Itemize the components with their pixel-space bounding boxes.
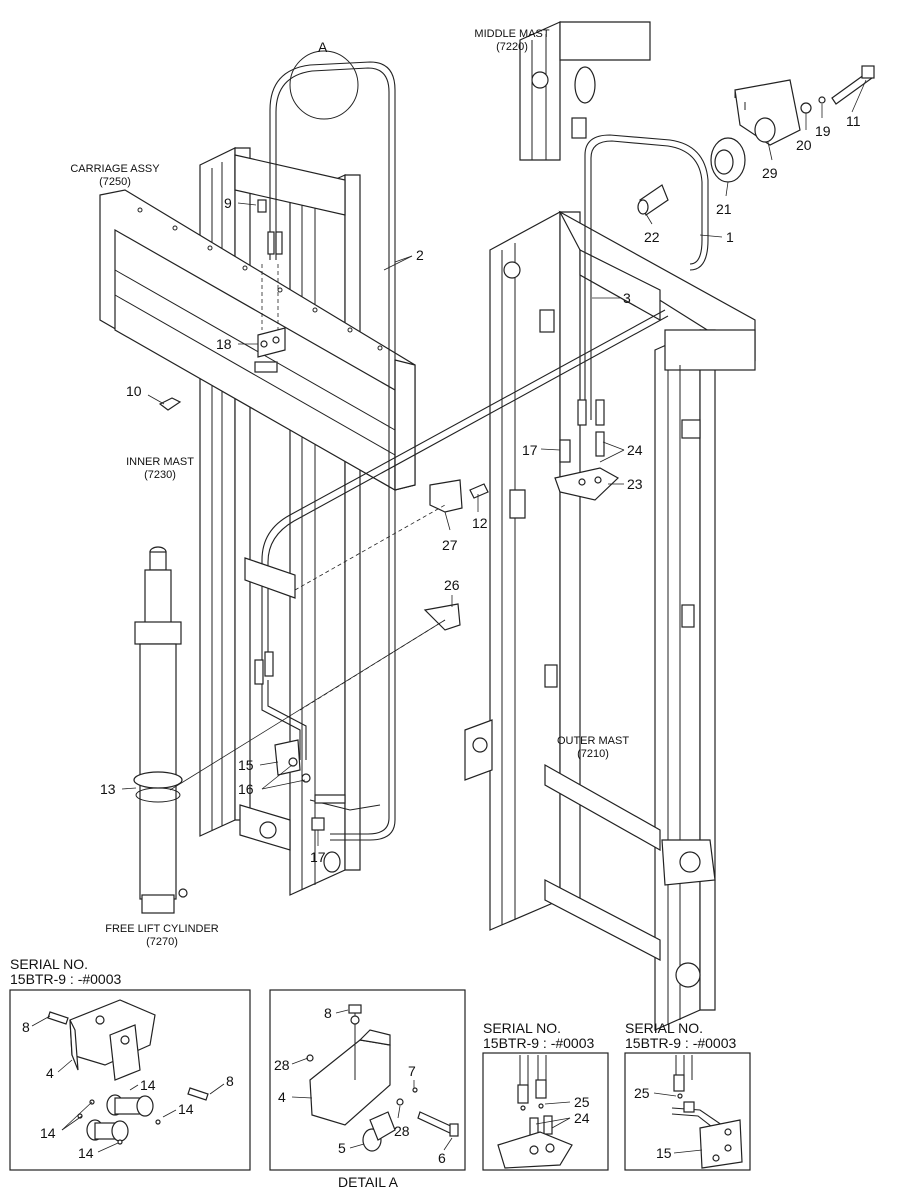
inset-3-drawing <box>497 1055 573 1169</box>
serial-note-1-line2: 15BTR-9 : -#0003 <box>10 971 121 987</box>
callout-22: 22 <box>644 229 660 245</box>
inset-box-2 <box>269 989 466 1171</box>
clamp-leader <box>169 619 446 791</box>
callout-17-upper: 17 <box>522 442 538 458</box>
carriage-assy-label: CARRIAGE ASSY <box>70 163 160 175</box>
free-lift-cylinder-code: (7270) <box>146 936 178 948</box>
inset1-callout-14c: 14 <box>40 1125 56 1141</box>
middle-mast-code: (7220) <box>496 41 528 53</box>
inset3-callout-24: 24 <box>574 1110 590 1126</box>
carriage-assy-code: (7250) <box>99 176 131 188</box>
inset2-callout-28a: 28 <box>274 1057 290 1073</box>
inset-1-callouts: 8 4 8 14 14 14 14 <box>22 1015 234 1161</box>
detail-a-label: A <box>318 39 328 55</box>
hose-loop-1 <box>584 134 709 420</box>
inset1-callout-14d: 14 <box>78 1145 94 1161</box>
inset2-callout-4: 4 <box>278 1089 286 1105</box>
middle-mast-label: MIDDLE MAST <box>474 28 549 40</box>
callout-17-lower: 17 <box>310 849 326 865</box>
inset1-callout-14b: 14 <box>178 1101 194 1117</box>
callout-21: 21 <box>716 201 732 217</box>
callout-13: 13 <box>100 781 116 797</box>
callout-24: 24 <box>627 442 643 458</box>
inset1-callout-4: 4 <box>46 1065 54 1081</box>
callout-10: 10 <box>126 383 142 399</box>
outer-mast-code: (7210) <box>577 748 609 760</box>
callout-15: 15 <box>238 757 254 773</box>
callout-19: 19 <box>815 123 831 139</box>
inset2-callout-8: 8 <box>324 1005 332 1021</box>
serial-note-4-line1: SERIAL NO. <box>625 1020 703 1036</box>
callout-29: 29 <box>762 165 778 181</box>
inset1-callout-8b: 8 <box>226 1073 234 1089</box>
free-lift-cylinder <box>133 546 188 914</box>
outer-mast <box>464 210 756 1031</box>
inset-box-1 <box>9 989 251 1171</box>
inset4-callout-15: 15 <box>656 1145 672 1161</box>
inset3-callout-25: 25 <box>574 1094 590 1110</box>
sheave-assembly <box>637 65 875 216</box>
inner-mast-label: INNER MAST <box>126 456 194 468</box>
inset-box-4 <box>624 1052 751 1171</box>
callout-23: 23 <box>627 476 643 492</box>
callout-9: 9 <box>224 195 232 211</box>
callout-26: 26 <box>444 577 460 593</box>
part-callouts: 1 2 3 9 10 11 12 13 15 16 17 17 18 19 20 <box>100 79 867 865</box>
inset1-callout-8a: 8 <box>22 1019 30 1035</box>
callout-16: 16 <box>238 781 254 797</box>
detail-a-caption: DETAIL A <box>338 1174 399 1190</box>
middle-mast <box>519 21 651 161</box>
hose-loop-2 <box>269 61 396 841</box>
serial-note-4-line2: 15BTR-9 : -#0003 <box>625 1035 736 1051</box>
inset2-callout-7: 7 <box>408 1063 416 1079</box>
inset1-callout-14a: 14 <box>140 1077 156 1093</box>
serial-note-1-line1: SERIAL NO. <box>10 956 88 972</box>
inset-box-3 <box>482 1052 609 1171</box>
inset-2-callouts: 8 28 4 7 28 5 6 <box>274 1005 453 1166</box>
inset2-callout-28b: 28 <box>394 1123 410 1139</box>
callout-2: 2 <box>416 247 424 263</box>
callout-1: 1 <box>726 229 734 245</box>
callout-20: 20 <box>796 137 812 153</box>
inset4-callout-25: 25 <box>634 1085 650 1101</box>
callout-3: 3 <box>623 290 631 306</box>
inset2-callout-5: 5 <box>338 1140 346 1156</box>
inset-4-callouts: 25 15 <box>634 1085 703 1161</box>
free-lift-cylinder-label: FREE LIFT CYLINDER <box>105 923 219 935</box>
callout-11: 11 <box>846 113 861 129</box>
outer-mast-label: OUTER MAST <box>557 735 629 747</box>
inset-2-drawing <box>306 1004 459 1152</box>
fittings <box>158 199 620 831</box>
detail-a-marker-circle <box>289 50 359 120</box>
callout-27: 27 <box>442 537 458 553</box>
serial-note-3-line2: 15BTR-9 : -#0003 <box>483 1035 594 1051</box>
inset-1-drawing <box>47 999 209 1145</box>
serial-note-3-line1: SERIAL NO. <box>483 1020 561 1036</box>
callout-12: 12 <box>472 515 488 531</box>
inset2-callout-6: 6 <box>438 1150 446 1166</box>
inner-mast-code: (7230) <box>144 469 176 481</box>
inset-4-drawing <box>671 1055 743 1169</box>
inset-3-callouts: 25 24 <box>535 1094 590 1129</box>
hose-diagonal <box>261 309 669 811</box>
callout-18: 18 <box>216 336 232 352</box>
